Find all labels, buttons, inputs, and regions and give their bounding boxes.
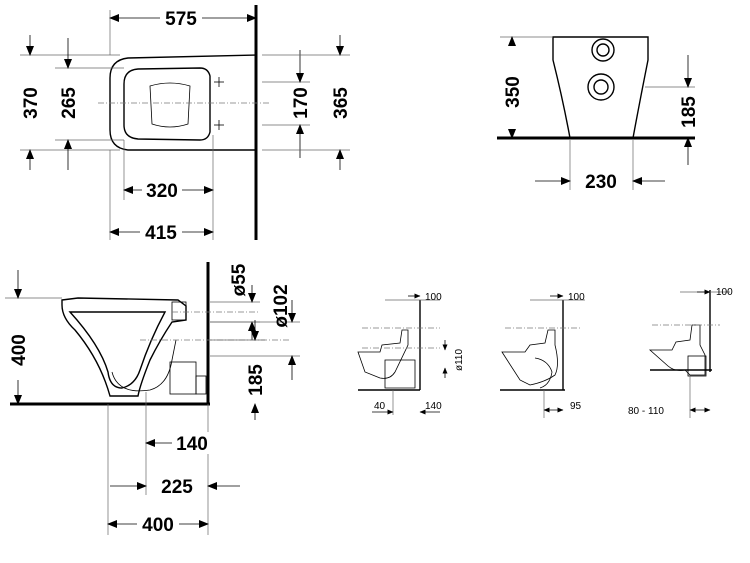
outlet-connector <box>169 361 197 395</box>
inlet-connector <box>171 301 187 321</box>
dim-400-length-label: 400 <box>142 515 174 536</box>
detail-view-2: 100 95 <box>500 292 585 418</box>
outlet-flange <box>195 375 207 395</box>
detail-view-3: 100 80 - 110 <box>628 287 733 418</box>
dim-170-label: 170 <box>291 87 312 119</box>
dim-100-label-2: 100 <box>568 292 585 303</box>
fixing-hole-lower <box>214 120 224 130</box>
dim-365-label: 365 <box>331 87 352 119</box>
dim-95-label: 95 <box>570 401 582 412</box>
trap-line <box>111 339 177 392</box>
fixing-hole-upper <box>214 77 224 87</box>
top-view: 575 370 265 170 365 320 <box>20 5 352 244</box>
dim-185-rear-label: 185 <box>679 96 700 128</box>
inlet-circle-inner <box>596 43 610 57</box>
dim-o55-label: ø55 <box>229 263 250 296</box>
dim-415-label: 415 <box>145 223 177 244</box>
detail-view-1: 100 ø110 40 140 <box>357 292 465 415</box>
dim-320-label: 320 <box>146 181 178 202</box>
dim-265-label: 265 <box>59 87 80 119</box>
dim-100-label-3: 100 <box>716 287 733 298</box>
dim-80-110-label: 80 - 110 <box>628 406 664 417</box>
bowl-outline <box>109 54 257 151</box>
bowl-interior <box>68 311 167 389</box>
rear-body-outline <box>552 36 649 139</box>
dim-370-label: 370 <box>21 87 42 119</box>
outlet-circle-inner <box>593 79 609 95</box>
dim-o102-label: ø102 <box>271 284 292 327</box>
dim-40-label: 40 <box>374 401 386 412</box>
outlet-circle-outer <box>587 73 615 101</box>
side-body-outline <box>61 297 187 397</box>
dim-230-label: 230 <box>585 172 617 193</box>
seat-outline <box>123 67 211 141</box>
dim-225-label: 225 <box>161 477 193 498</box>
side-view: 400 ø55 ø102 185 140 225 400 <box>5 262 300 536</box>
inlet-circle-outer <box>591 38 615 62</box>
rear-view: 350 185 230 <box>497 36 700 193</box>
dim-185-side-label: 185 <box>246 364 267 396</box>
dim-575-label: 575 <box>165 9 197 30</box>
bowl-opening <box>149 82 191 128</box>
dim-140-label-1: 140 <box>425 401 442 412</box>
dim-140-label: 140 <box>176 434 208 455</box>
dim-350-label: 350 <box>503 76 524 108</box>
dim-100-label-1: 100 <box>425 292 442 303</box>
dim-o110-label: ø110 <box>454 349 465 371</box>
dim-400-height-label: 400 <box>9 334 30 366</box>
